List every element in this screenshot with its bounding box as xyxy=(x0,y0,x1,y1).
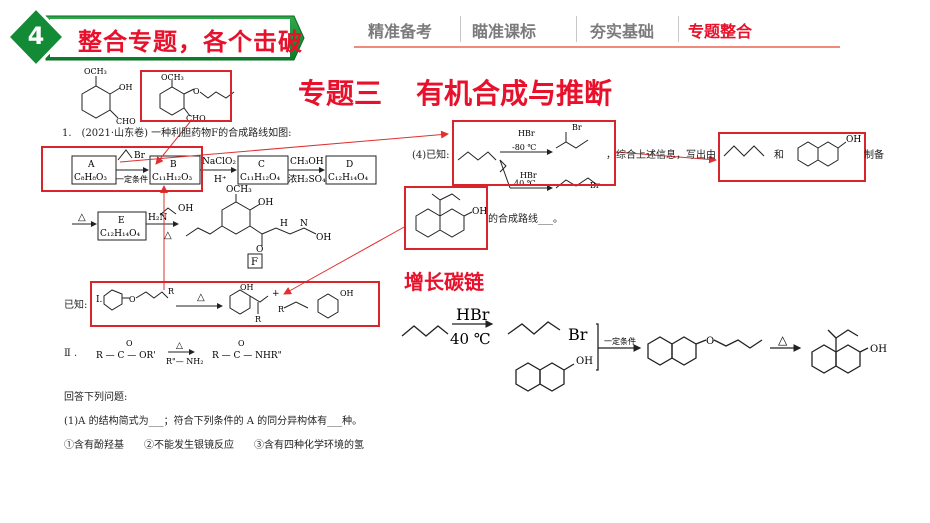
scheme-label: 一定条件 xyxy=(116,174,148,184)
tab-underline xyxy=(354,46,840,48)
scheme-label: △ xyxy=(164,230,172,241)
scheme-label: C₈H₈O₃ xyxy=(74,173,107,183)
scheme-label: N xyxy=(300,219,308,229)
tab-precise-prep[interactable]: 精准备考 xyxy=(368,22,433,41)
scheme-label: Br xyxy=(568,325,588,344)
scheme-label: -80 ℃ xyxy=(512,143,536,152)
scheme-label: OH xyxy=(472,207,487,217)
scheme-label: OH xyxy=(340,289,354,298)
question-part-1: (1)A 的结构简式为___；符合下列条件的 A 的同分异构体有___种。 xyxy=(64,416,363,427)
answer-prompt: 回答下列问题: xyxy=(64,392,128,403)
part4-text-e: 的合成路线___。 xyxy=(488,214,563,225)
scheme-label: O xyxy=(193,87,200,96)
highlight-box-given-i xyxy=(90,281,380,327)
tab-foundation[interactable]: 夯实基础 xyxy=(590,22,655,41)
scheme-label: OH xyxy=(870,344,887,355)
scheme-label: HBr xyxy=(518,129,535,138)
scheme-label: H⁺ xyxy=(214,175,227,185)
scheme-label: O xyxy=(126,339,133,348)
scheme-label: O xyxy=(706,336,714,347)
given-ii-label: Ⅱ . xyxy=(64,348,78,359)
scheme-label: E xyxy=(118,216,125,226)
scheme-label: △ xyxy=(778,333,788,347)
scheme-label: OH xyxy=(846,135,861,145)
scheme-label: △ xyxy=(197,292,205,303)
scheme-label: OCH₃ xyxy=(161,73,184,82)
highlight-box-reactants xyxy=(718,132,866,182)
section-title: 整合专题，各个击破 xyxy=(78,28,303,56)
highlight-box-target xyxy=(404,186,488,250)
scheme-label: A xyxy=(87,160,95,170)
scheme-label: D xyxy=(346,160,353,170)
question-conditions: ①含有酚羟基 ②不能发生银镜反应 ③含有四种化学环境的氢 xyxy=(64,440,364,451)
question-stem: 1. (2021·山东卷) 一种利胆药物F的合成路线如图: xyxy=(62,128,292,139)
scheme-label: B xyxy=(170,160,177,170)
tab-divider xyxy=(460,16,461,42)
scheme-label: OH xyxy=(576,356,593,367)
scheme-label: 一定条件 xyxy=(604,336,636,346)
part4-text-d: 制备 xyxy=(864,150,884,161)
scheme-label: NaClO₂ xyxy=(202,157,236,167)
scheme-label: C₁₂H₁₄O₄ xyxy=(328,173,369,183)
highlight-box-a-to-b xyxy=(41,146,203,192)
scheme-label: F xyxy=(251,257,258,268)
tab-topic-integration[interactable]: 专题整合 xyxy=(688,22,753,41)
chain-extension-note: 增长碳链 xyxy=(404,270,484,294)
scheme-label: 浓H₂SO₄ xyxy=(288,174,326,185)
scheme-label: OH xyxy=(240,283,254,292)
scheme-label: OH xyxy=(258,198,273,208)
scheme-label: R xyxy=(255,315,262,324)
scheme-label: Br xyxy=(572,123,582,132)
scheme-label: HBr xyxy=(520,171,537,180)
scheme-label: OCH₃ xyxy=(226,185,252,195)
scheme-label: R xyxy=(278,305,285,314)
scheme-label: O xyxy=(129,295,136,304)
scheme-label: Ⅰ. xyxy=(96,295,103,305)
scheme-label: R"— NH₂ xyxy=(166,357,203,366)
scheme-label: OH xyxy=(178,204,193,214)
scheme-label: OCH₃ xyxy=(84,67,107,76)
topic-title: 专题三有机合成与推断 xyxy=(298,77,613,110)
tab-divider xyxy=(678,16,679,42)
scheme-label: CHO xyxy=(116,117,136,126)
scheme-label: R — C — NHR" xyxy=(212,351,282,361)
scheme-label: CH₃OH xyxy=(290,157,324,167)
nav-tabs: 精准备考 瞄准课标 夯实基础 专题整合 xyxy=(354,10,840,46)
scheme-label: 40 ℃ xyxy=(514,179,536,188)
part4-text-b: ，综合上述信息，写出由 xyxy=(606,150,716,161)
scheme-label: H xyxy=(280,219,288,229)
tab-curriculum[interactable]: 瞄准课标 xyxy=(472,22,537,41)
scheme-label: △ xyxy=(176,341,183,351)
header-banner xyxy=(6,6,305,68)
scheme-label: OH xyxy=(119,83,133,92)
scheme-label: HBr xyxy=(456,305,490,324)
scheme-label: H₂N xyxy=(148,213,167,223)
scheme-label: OH xyxy=(316,233,331,243)
scheme-label: CHO xyxy=(186,114,206,123)
scheme-label: R — C — OR' xyxy=(96,351,156,361)
section-number: 4 xyxy=(27,22,45,50)
scheme-label: R xyxy=(168,287,175,296)
scheme-label: O xyxy=(256,245,263,255)
scheme-label: C xyxy=(258,160,265,170)
part4-text-c: 和 xyxy=(774,150,784,161)
part4-label: (4)已知: xyxy=(412,150,450,161)
scheme-label: C₁₂H₁₄O₄ xyxy=(100,229,141,239)
scheme-label: Br xyxy=(134,151,146,161)
given-label: 已知: xyxy=(64,300,88,311)
scheme-label: C₁₁H₁₂O₃ xyxy=(152,173,193,183)
scheme-label: △ xyxy=(78,212,86,223)
scheme-label: 40 ℃ xyxy=(450,330,491,348)
highlight-box-hbr-given xyxy=(452,120,616,186)
highlight-box-ether xyxy=(140,70,232,122)
scheme-label: O xyxy=(238,339,245,348)
scheme-label: C₁₁H₁₂O₄ xyxy=(240,173,281,183)
tab-divider xyxy=(576,16,577,42)
scheme-label: + xyxy=(272,289,280,299)
